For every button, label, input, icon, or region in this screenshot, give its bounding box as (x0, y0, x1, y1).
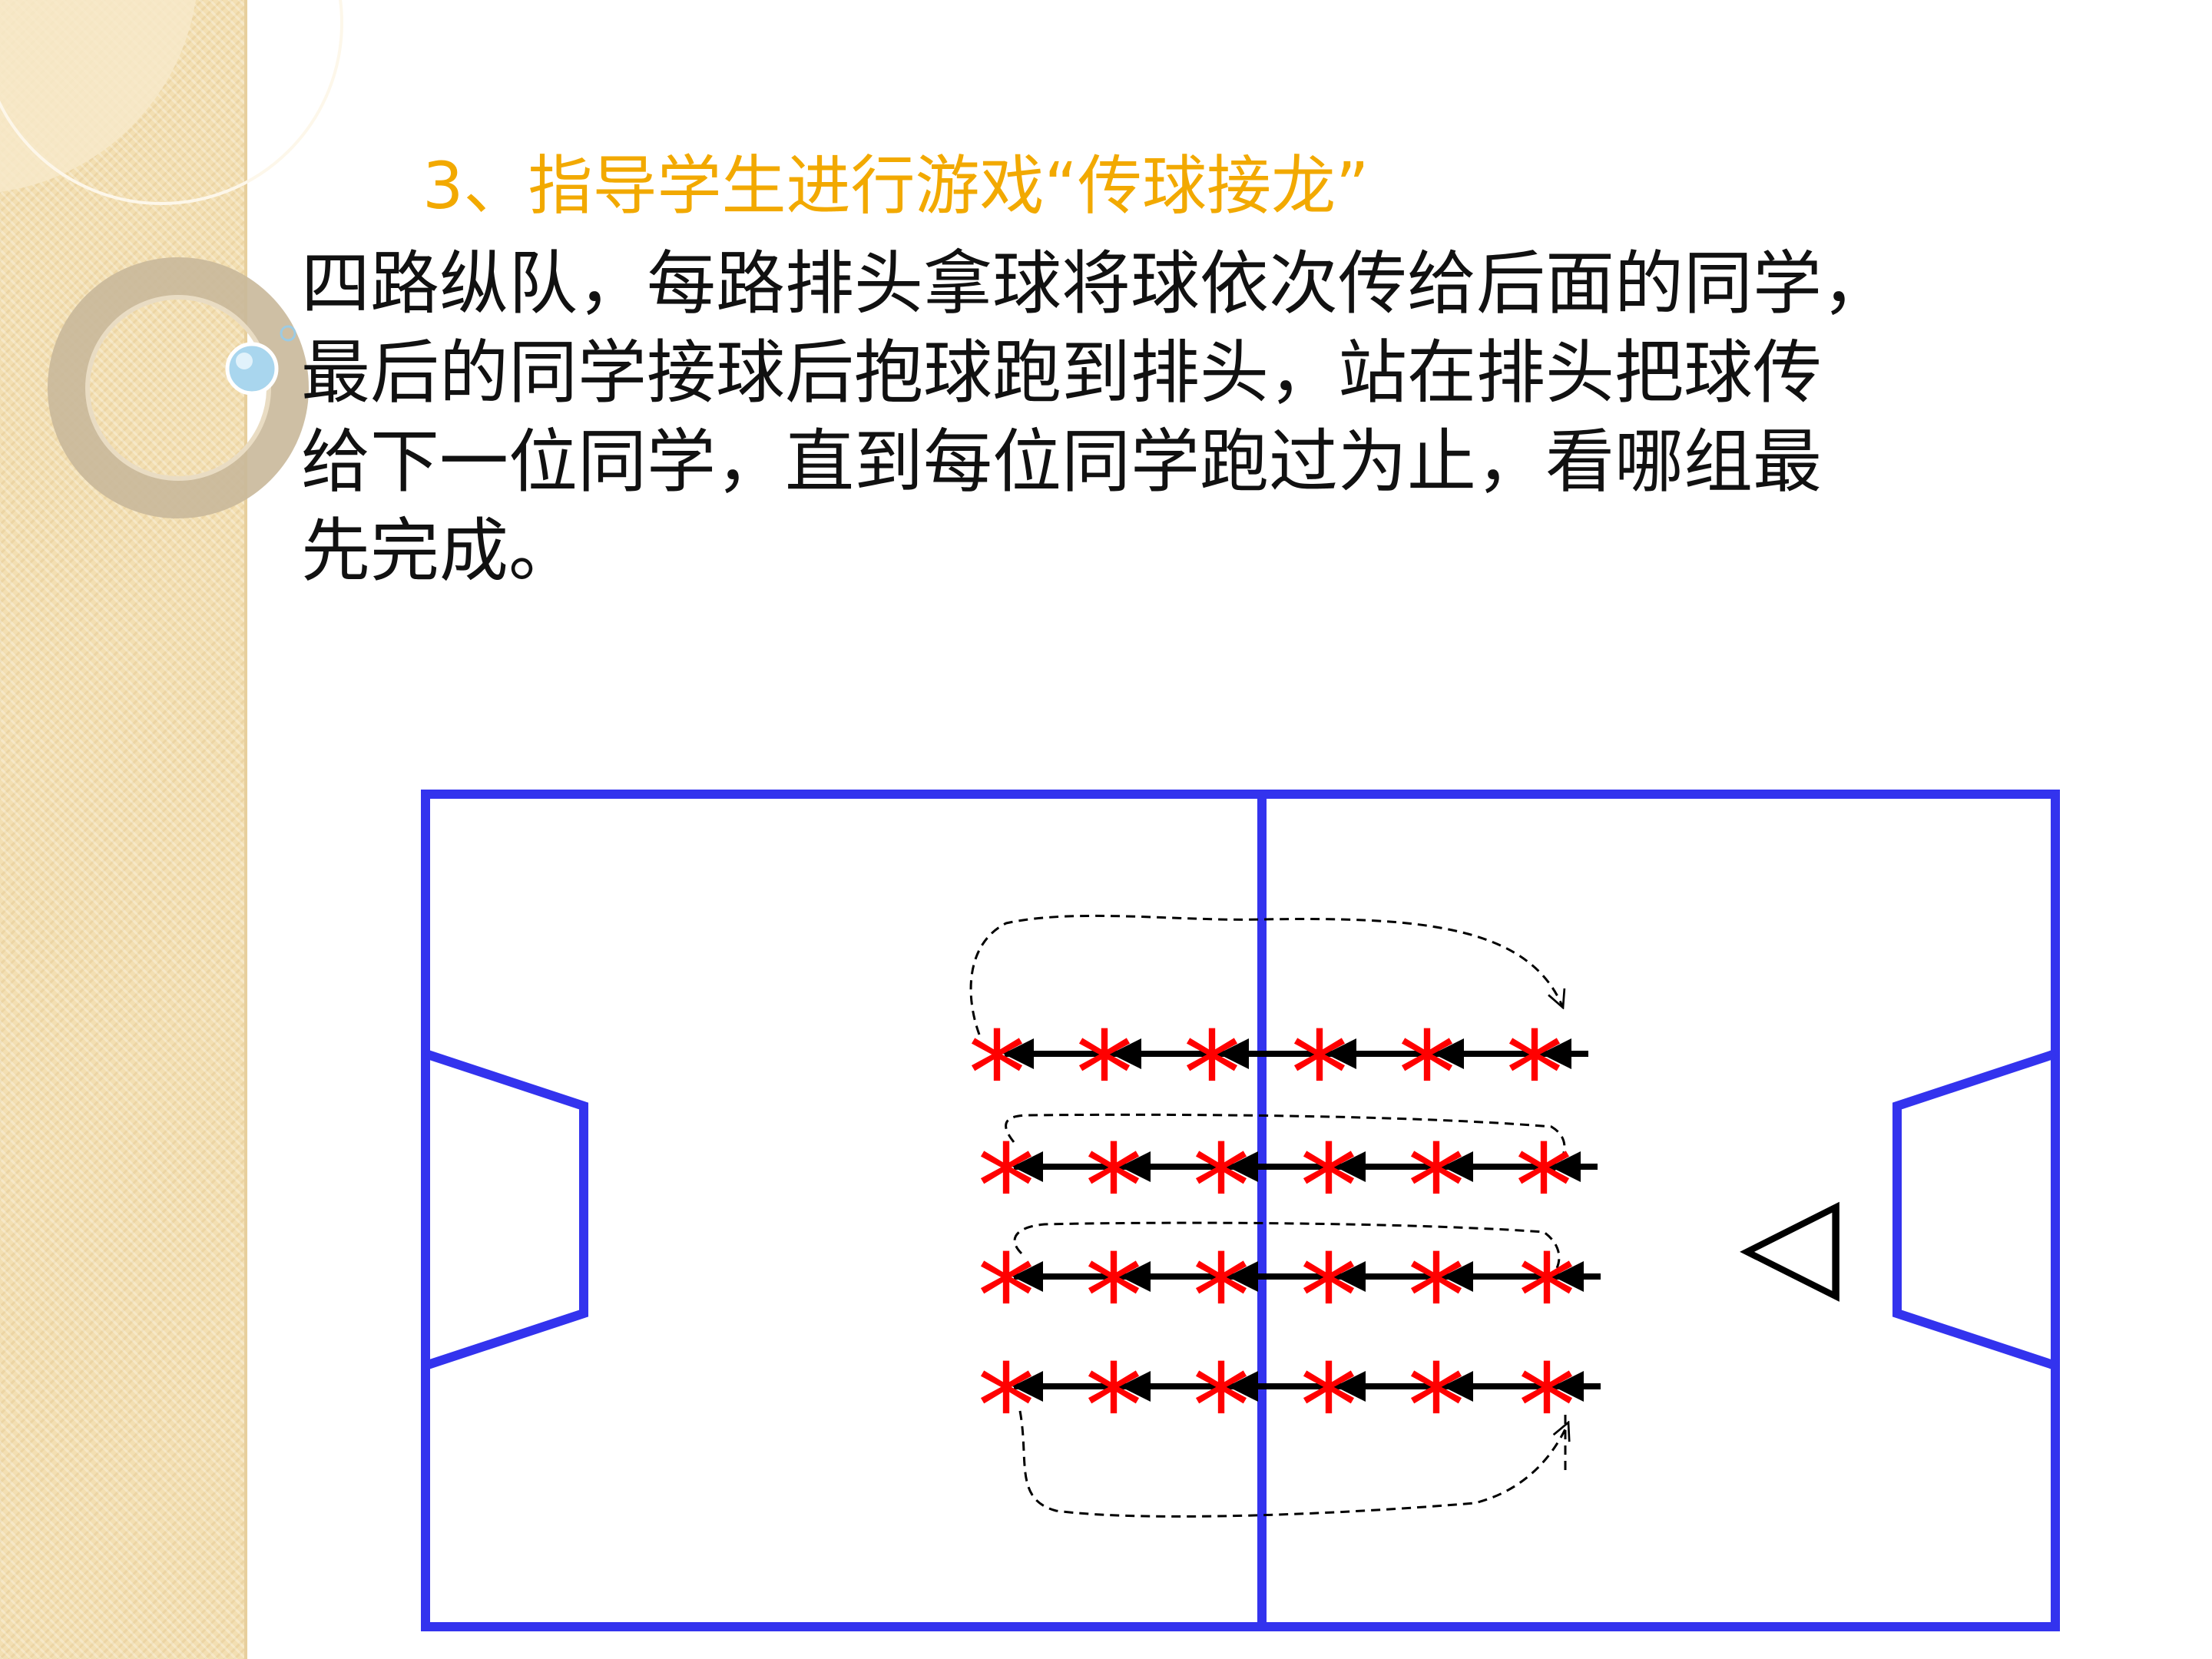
player-marker: * (969, 1008, 1026, 1141)
player-marker: * (1300, 1230, 1358, 1364)
thin-ring (0, 0, 343, 205)
body-line: 最后的同学接球后抱球跑到排头，站在排头把球传 (301, 333, 1822, 413)
run-path (969, 914, 1563, 1035)
blue-bubble (225, 342, 279, 396)
body-line: 给下一位同学，直到每位同学跑过为止，看哪组最 (301, 422, 1822, 502)
bubble-highlight (236, 353, 253, 369)
slide-body: 四路纵队，每路排头拿球将球依次传给后面的同学， 最后的同学接球后抱球跑到排头，站… (301, 240, 2022, 596)
field-diagram: ************************ ◁ (421, 790, 2060, 1631)
right-goal-area (1892, 1049, 2057, 1370)
running-paths (969, 914, 1568, 1518)
player-marker: * (1291, 1008, 1349, 1141)
player-formation: ************************ (969, 1008, 1576, 1474)
passing-arrows (1003, 1038, 1601, 1402)
teacher-triangle-icon: ◁ (1740, 1165, 1840, 1317)
body-line: 先完成。 (301, 511, 578, 591)
player-marker: * (1300, 1340, 1358, 1474)
player-marker: * (1184, 1008, 1241, 1141)
player-marker: * (1506, 1008, 1564, 1141)
player-marker: * (1518, 1340, 1576, 1474)
player-marker: * (978, 1340, 1035, 1474)
player-marker: * (1408, 1121, 1465, 1254)
player-marker: * (1399, 1008, 1456, 1141)
player-marker: * (1300, 1121, 1358, 1254)
player-marker: * (1085, 1121, 1143, 1254)
player-marker: * (1408, 1340, 1465, 1474)
small-bubble (280, 325, 296, 342)
player-marker: * (1076, 1008, 1134, 1141)
field-boundary (421, 790, 2060, 1631)
teacher-marker: ◁ (1740, 1165, 1840, 1317)
player-marker: * (1193, 1340, 1250, 1474)
player-marker: * (1193, 1230, 1250, 1364)
player-marker: * (978, 1230, 1035, 1364)
body-line: 四路纵队，每路排头拿球将球依次传给后面的同学， (301, 243, 1891, 324)
left-goal-area (424, 1049, 588, 1370)
player-marker: * (1518, 1230, 1576, 1364)
slide-heading: 3、指导学生进行游戏“传球接龙” (422, 148, 1369, 224)
field-outline (421, 790, 2060, 1631)
decorative-rings (0, 0, 343, 518)
run-path (1013, 1221, 1561, 1280)
corner-glow (0, 0, 196, 192)
player-marker: * (1085, 1230, 1143, 1364)
thick-ring (48, 257, 309, 518)
sidebar-edge (244, 0, 247, 1659)
run-path (1005, 1113, 1566, 1174)
run-path (1018, 1410, 1568, 1518)
player-marker: * (978, 1121, 1035, 1254)
player-marker: * (1408, 1230, 1465, 1364)
player-marker: * (1193, 1121, 1250, 1254)
player-marker: * (1085, 1340, 1143, 1474)
player-marker: * (1515, 1121, 1573, 1254)
